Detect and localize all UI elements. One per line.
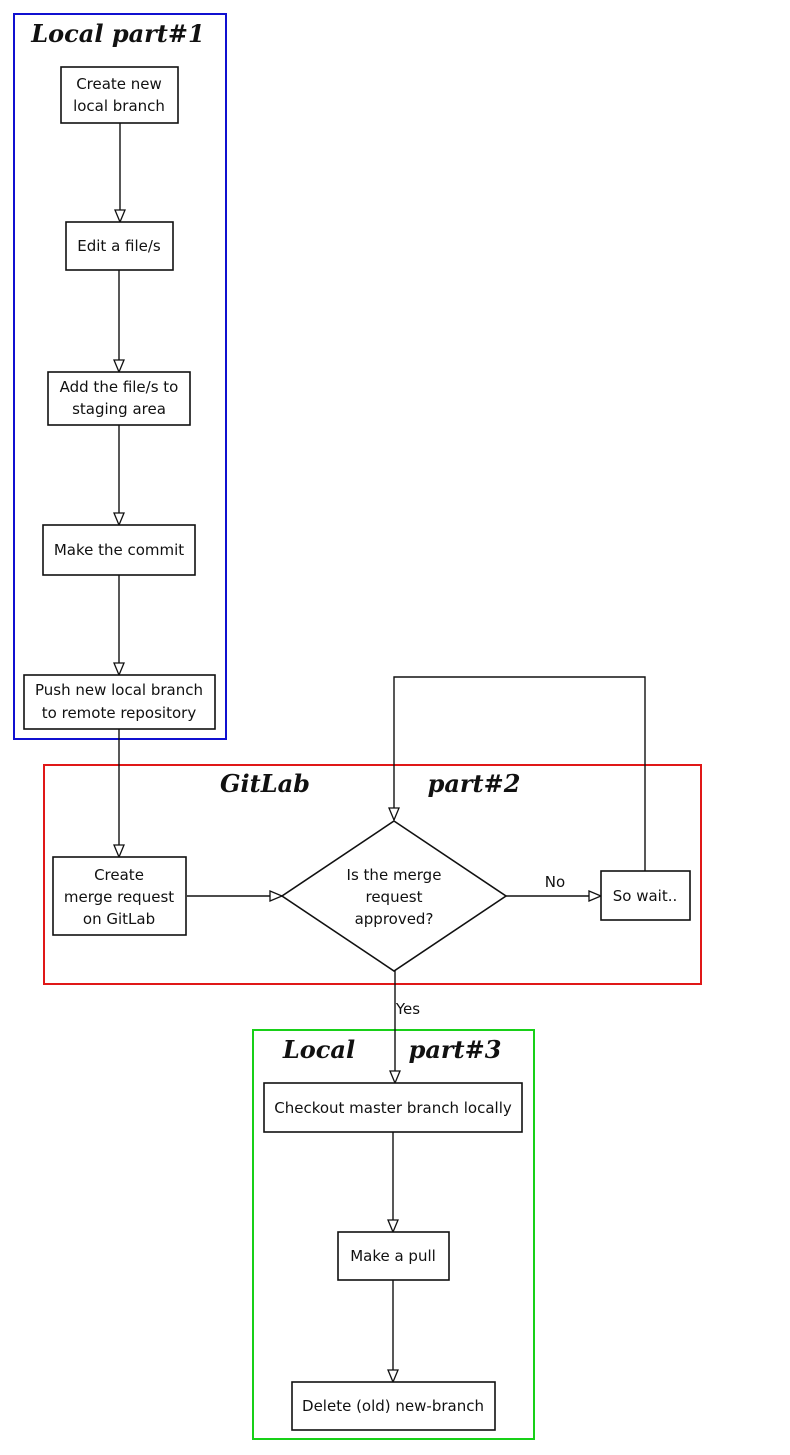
- node-create-mr-line3: on GitLab: [83, 910, 155, 928]
- node-edit-files-line1: Edit a file/s: [77, 237, 161, 255]
- node-mr-approved-line3: approved?: [355, 910, 434, 928]
- node-push-branch: Push new local branch to remote reposito…: [23, 674, 216, 730]
- node-make-pull-line1: Make a pull: [350, 1247, 436, 1265]
- group-gitlab-title-b: part#2: [428, 769, 521, 798]
- node-make-commit-line1: Make the commit: [54, 541, 184, 559]
- node-so-wait-line1: So wait..: [613, 887, 678, 905]
- node-create-mr: Create merge request on GitLab: [52, 856, 187, 936]
- edge-yes-label: Yes: [395, 1000, 420, 1018]
- edge-wait-loop: [394, 676, 646, 871]
- node-make-commit: Make the commit: [42, 524, 196, 576]
- node-add-staging-line2: staging area: [72, 400, 166, 418]
- node-create-branch-line1: Create new: [76, 75, 162, 93]
- node-add-staging-line1: Add the file/s to: [60, 378, 179, 396]
- node-delete-branch: Delete (old) new-branch: [291, 1381, 496, 1431]
- node-edit-files: Edit a file/s: [65, 221, 174, 271]
- node-delete-branch-line1: Delete (old) new-branch: [302, 1397, 484, 1415]
- group-local-part1-border: [13, 13, 227, 740]
- node-create-mr-line1: Create: [94, 866, 144, 884]
- group-local-part1: Local part#1: [13, 13, 227, 740]
- group-local-part3-title-b: part#3: [409, 1035, 502, 1064]
- edges: [119, 123, 646, 1382]
- node-mr-approved-line2: request: [365, 888, 422, 906]
- group-local-part3-title-a: Local: [282, 1035, 355, 1064]
- node-mr-approved-line1: Is the merge: [347, 866, 442, 884]
- group-gitlab-part2: GitLab part#2: [43, 764, 702, 985]
- node-make-pull: Make a pull: [337, 1231, 450, 1281]
- group-local-part3-border: [252, 1029, 535, 1440]
- node-add-staging: Add the file/s to staging area: [47, 371, 191, 426]
- node-create-branch: Create new local branch: [60, 66, 179, 124]
- node-create-branch-line2: local branch: [73, 97, 165, 115]
- node-mr-approved: Is the merge request approved?: [280, 820, 508, 972]
- node-push-branch-line2: to remote repository: [42, 704, 197, 722]
- edge-no-label: No: [545, 873, 565, 891]
- node-checkout-master: Checkout master branch locally: [263, 1082, 523, 1133]
- node-create-mr-line2: merge request: [64, 888, 174, 906]
- node-checkout-master-line1: Checkout master branch locally: [274, 1099, 512, 1117]
- group-local-part3: Local part#3: [252, 1029, 535, 1440]
- node-push-branch-line1: Push new local branch: [35, 681, 203, 699]
- node-so-wait: So wait..: [600, 870, 691, 921]
- group-gitlab-part2-border: [43, 764, 702, 985]
- group-gitlab-title-a: GitLab: [220, 769, 310, 798]
- group-local-part1-title: Local part#1: [30, 19, 204, 48]
